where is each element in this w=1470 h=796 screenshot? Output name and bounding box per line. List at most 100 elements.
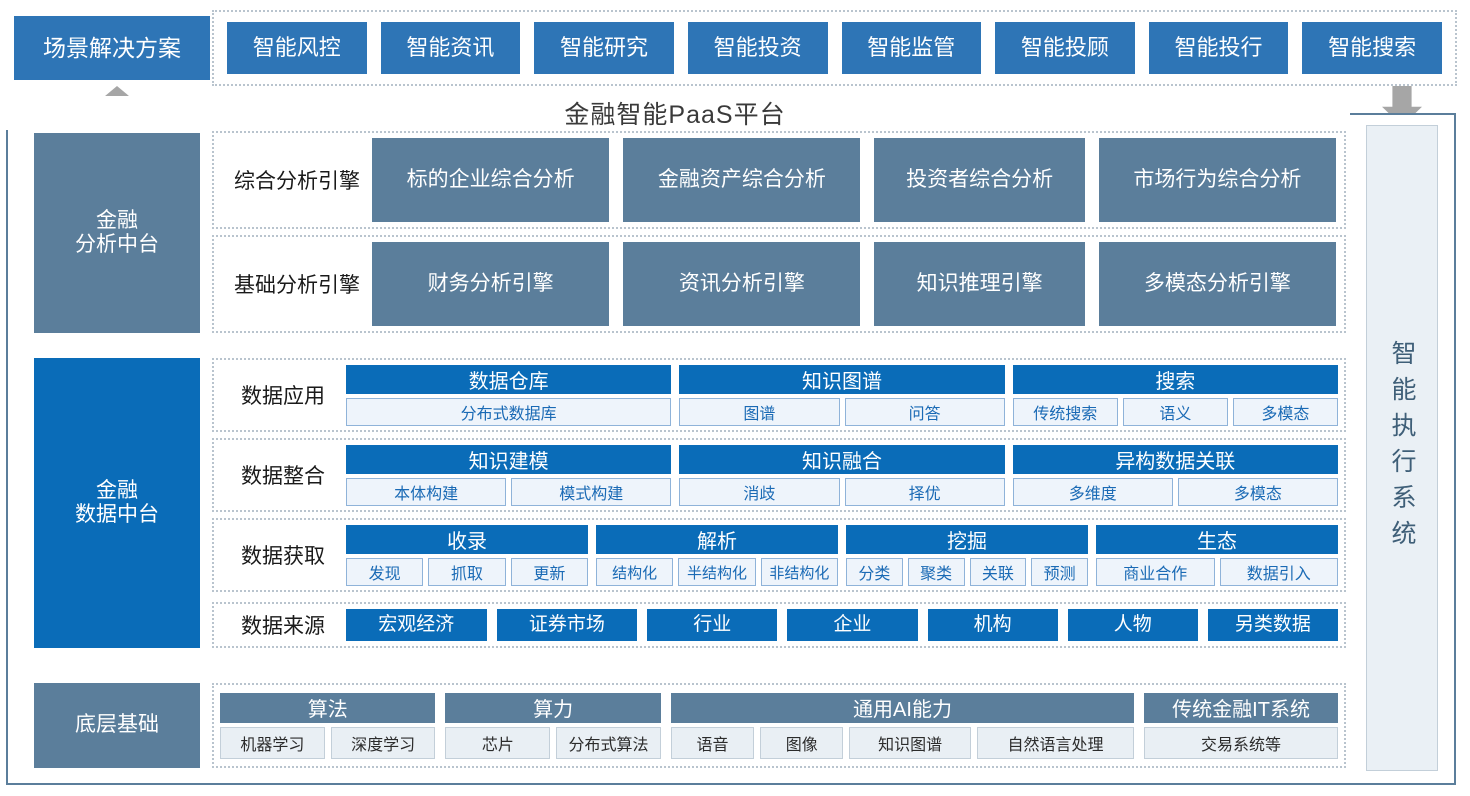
scenario-item[interactable]: 智能投资 (687, 22, 828, 74)
data-source-item[interactable]: 证券市场 (496, 609, 638, 641)
sub-item[interactable]: 深度学习 (330, 726, 436, 759)
pillar-data-platform: 金融 数据中台 (34, 358, 200, 648)
sub-item[interactable]: 传统搜索 (1012, 398, 1118, 426)
sub-item[interactable]: 消歧 (679, 478, 840, 506)
scenario-item[interactable]: 智能监管 (841, 22, 982, 74)
data-group: 数据仓库 分布式数据库 (346, 365, 672, 426)
data-source-item[interactable]: 宏观经济 (346, 609, 487, 641)
group-head[interactable]: 生态 (1096, 525, 1338, 554)
group-head[interactable]: 知识图谱 (679, 365, 1005, 394)
data-source-item[interactable]: 行业 (647, 609, 778, 641)
data-source-item[interactable]: 机构 (927, 609, 1058, 641)
pillar-analysis-platform: 金融 分析中台 (34, 133, 200, 333)
analysis-cell[interactable]: 标的企业综合分析 (372, 138, 610, 222)
foundation-group: 算法 机器学习 深度学习 (220, 692, 436, 759)
data-group: 知识建模 本体构建 模式构建 (346, 445, 672, 506)
sub-item[interactable]: 图像 (760, 726, 844, 759)
scenario-item[interactable]: 智能资讯 (380, 22, 521, 74)
group-head[interactable]: 挖掘 (846, 525, 1088, 554)
sub-item[interactable]: 商业合作 (1096, 558, 1215, 586)
sub-item[interactable]: 分布式数据库 (346, 398, 672, 426)
pillar-line-1: 金融 (96, 208, 138, 232)
sub-item[interactable]: 分类 (846, 558, 903, 586)
sub-item[interactable]: 芯片 (445, 726, 551, 759)
sub-item[interactable]: 交易系统等 (1144, 726, 1339, 759)
group-head[interactable]: 通用AI能力 (670, 692, 1135, 723)
group-head[interactable]: 算力 (445, 692, 661, 723)
data-source-row: 数据来源 宏观经济 证券市场 行业 企业 机构 人物 另类数据 (212, 602, 1346, 648)
sub-item[interactable]: 模式构建 (511, 478, 672, 506)
pillar-line-2: 分析中台 (75, 233, 159, 256)
page-title: 金融智能PaaS平台 (0, 96, 1350, 130)
analysis-cell[interactable]: 投资者综合分析 (874, 138, 1085, 222)
data-group: 搜索 传统搜索 语义 多模态 (1012, 365, 1338, 426)
analysis-cell[interactable]: 多模态分析引擎 (1098, 242, 1337, 326)
sub-item[interactable]: 更新 (510, 558, 588, 586)
sub-item[interactable]: 机器学习 (220, 726, 325, 759)
sub-item[interactable]: 结构化 (596, 558, 674, 586)
group-head[interactable]: 收录 (346, 525, 588, 554)
exec-system-label: 智能执行系统 (1388, 340, 1416, 556)
sub-item[interactable]: 发现 (346, 558, 424, 586)
sub-item[interactable]: 语义 (1122, 398, 1228, 426)
data-row-application: 数据应用 数据仓库 分布式数据库 知识图谱 图谱 问答 搜索 传统搜索 语义 (212, 358, 1346, 432)
data-group: 知识图谱 图谱 问答 (679, 365, 1005, 426)
sub-item[interactable]: 多模态 (1232, 398, 1338, 426)
row-label: 数据获取 (241, 545, 325, 568)
analysis-cell[interactable]: 财务分析引擎 (372, 242, 610, 326)
sub-item[interactable]: 数据引入 (1219, 558, 1338, 586)
data-source-item[interactable]: 另类数据 (1207, 609, 1339, 641)
group-head[interactable]: 数据仓库 (346, 365, 672, 394)
row-label: 数据应用 (241, 385, 325, 408)
scenario-item[interactable]: 智能投顾 (995, 22, 1135, 74)
foundation-group: 通用AI能力 语音 图像 知识图谱 自然语言处理 (670, 692, 1135, 759)
sub-item[interactable]: 本体构建 (346, 478, 507, 506)
scenario-item[interactable]: 智能风控 (227, 22, 367, 74)
sub-item[interactable]: 多模态 (1177, 478, 1338, 506)
sub-item[interactable]: 问答 (844, 398, 1005, 426)
analysis-cell[interactable]: 金融资产综合分析 (623, 138, 861, 222)
foundation-group: 算力 芯片 分布式算法 (445, 692, 661, 759)
data-source-item[interactable]: 企业 (787, 609, 918, 641)
sub-item[interactable]: 图谱 (679, 398, 840, 426)
sub-item[interactable]: 多维度 (1012, 478, 1173, 506)
group-head[interactable]: 搜索 (1012, 365, 1338, 394)
row-label: 数据整合 (241, 465, 325, 488)
sub-item[interactable]: 知识图谱 (849, 726, 971, 759)
analysis-cell[interactable]: 市场行为综合分析 (1098, 138, 1337, 222)
sub-item[interactable]: 自然语言处理 (976, 726, 1135, 759)
row-label: 综合分析引擎 (234, 170, 360, 193)
analysis-row-comprehensive: 综合分析引擎 标的企业综合分析 金融资产综合分析 投资者综合分析 市场行为综合分… (212, 131, 1346, 229)
sub-item[interactable]: 抓取 (428, 558, 506, 586)
analysis-cell[interactable]: 资讯分析引擎 (623, 242, 861, 326)
scenario-item[interactable]: 智能研究 (534, 22, 674, 74)
pillar-foundation: 底层基础 (34, 683, 200, 768)
foundation-group: 传统金融IT系统 交易系统等 (1144, 692, 1339, 759)
sub-item[interactable]: 关联 (969, 558, 1027, 586)
scenario-item[interactable]: 智能搜索 (1302, 22, 1442, 74)
exec-system-panel: 智能执行系统 (1366, 125, 1438, 771)
row-label: 数据来源 (241, 615, 325, 638)
group-head[interactable]: 知识融合 (679, 445, 1005, 474)
analysis-cell[interactable]: 知识推理引擎 (874, 242, 1085, 326)
group-head[interactable]: 异构数据关联 (1012, 445, 1338, 474)
scenario-items-strip: 智能风控 智能资讯 智能研究 智能投资 智能监管 智能投顾 智能投行 智能搜索 (212, 10, 1457, 86)
data-source-item[interactable]: 人物 (1067, 609, 1198, 641)
sub-item[interactable]: 分布式算法 (556, 726, 661, 759)
analysis-row-basic: 基础分析引擎 财务分析引擎 资讯分析引擎 知识推理引擎 多模态分析引擎 (212, 235, 1346, 333)
group-head[interactable]: 解析 (596, 525, 838, 554)
group-head[interactable]: 知识建模 (346, 445, 672, 474)
data-group: 挖掘 分类 聚类 关联 预测 (846, 525, 1088, 586)
data-row-acquisition: 数据获取 收录 发现 抓取 更新 解析 结构化 半结构化 非结构化 挖掘 (212, 518, 1346, 592)
sub-item[interactable]: 非结构化 (760, 558, 838, 586)
group-head[interactable]: 传统金融IT系统 (1144, 692, 1339, 723)
data-group: 异构数据关联 多维度 多模态 (1012, 445, 1338, 506)
sub-item[interactable]: 聚类 (907, 558, 965, 586)
sub-item[interactable]: 语音 (670, 726, 755, 759)
sub-item[interactable]: 半结构化 (678, 558, 756, 586)
scenario-item[interactable]: 智能投行 (1148, 22, 1289, 74)
group-head[interactable]: 算法 (220, 692, 436, 723)
sub-item[interactable]: 预测 (1031, 558, 1088, 586)
sub-item[interactable]: 择优 (844, 478, 1005, 506)
